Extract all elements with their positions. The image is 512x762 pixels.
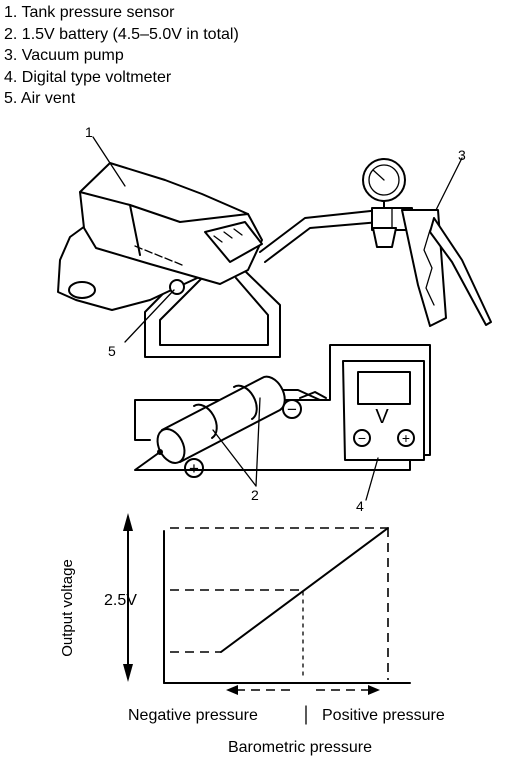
graph-positive-arrowhead [368,685,380,695]
sensor-signal-wire [159,261,269,346]
battery-negative-wire [134,344,431,456]
sensor-mounting-hole [68,281,96,299]
callout-4: 4 [356,498,364,514]
graph-y-axis-label: Output voltage [59,559,76,657]
legend-list: 1. Tank pressure sensor 2. 1.5V battery … [4,2,239,110]
voltmeter-minus-jack [353,429,371,447]
voltmeter-display [357,371,411,405]
sensor-body-edge [79,191,249,223]
connector-pins [213,228,243,243]
gauge-needle [372,169,385,181]
callout-3: 3 [458,147,466,163]
sensor-body-edge-vertical [129,204,141,256]
battery-plus-symbol [184,458,204,478]
battery-minus-symbol [282,399,302,419]
battery-probe [299,391,327,399]
battery-minus-sign: − [287,400,297,419]
callout-line-3 [435,157,463,211]
legend-item-tank-pressure-sensor: 1. Tank pressure sensor [4,4,175,21]
voltmeter-plus-jack [397,429,415,447]
vacuum-hose [259,209,388,253]
voltmeter-plus-sign: + [402,430,410,446]
graph-voltage-arrow-up [123,513,133,531]
sensor-body [79,162,263,285]
battery-cell-divider-2 [233,384,258,420]
sensor-connector [204,221,263,263]
vacuum-hose-inner [264,221,388,263]
sensor-connector-teeth [134,245,183,266]
legend-item-battery: 2. 1.5V battery (4.5–5.0V in total) [4,25,239,43]
voltmeter-body [342,360,425,461]
vacuum-pump: 3 [362,147,492,327]
battery-pack: + − 2 [156,375,327,503]
output-graph: Output voltage 2.5V Negative pressure Po… [59,513,445,756]
callout-5: 5 [108,343,116,359]
graph-voltage-arrow-down [123,664,133,682]
graph-negative-pressure-label: Negative pressure [128,707,258,724]
callout-1: 1 [85,124,93,140]
sensor-ground-wire [144,249,281,358]
sensor-body-lower-edge [95,247,221,285]
pump-lever [429,217,492,326]
callout-line-2b [255,397,261,487]
legend-item-voltmeter: 4. Digital type voltmeter [4,68,172,86]
legend-item-vacuum-pump: 3. Vacuum pump [4,47,124,64]
battery-plus-sign: + [189,459,199,478]
pump-grip-edge [423,229,435,306]
callout-2: 2 [251,487,259,503]
battery-cell-divider-1 [193,403,218,439]
legend-item-air-vent: 5. Air vent [4,90,76,107]
graph-negative-arrowhead [226,685,238,695]
voltmeter-minus-sign: − [358,430,366,446]
graph-output-curve [220,527,389,653]
vacuum-gauge-dial [368,164,400,196]
graph-x-axis-label: Barometric pressure [228,739,372,756]
callout-line-1 [92,136,126,187]
digital-voltmeter: V − + 4 [342,360,425,514]
callout-line-4 [365,457,379,501]
callout-line-5 [124,289,175,343]
battery-positive-terminal [157,449,163,455]
tank-pressure-sensor: 1 5 [57,124,263,359]
graph-2-5v-label: 2.5V [104,592,137,609]
pump-coupling [372,227,397,248]
voltmeter-v-symbol: V [375,406,389,428]
callout-line-2a [212,429,257,487]
graph-positive-pressure-label: Positive pressure [322,707,445,724]
